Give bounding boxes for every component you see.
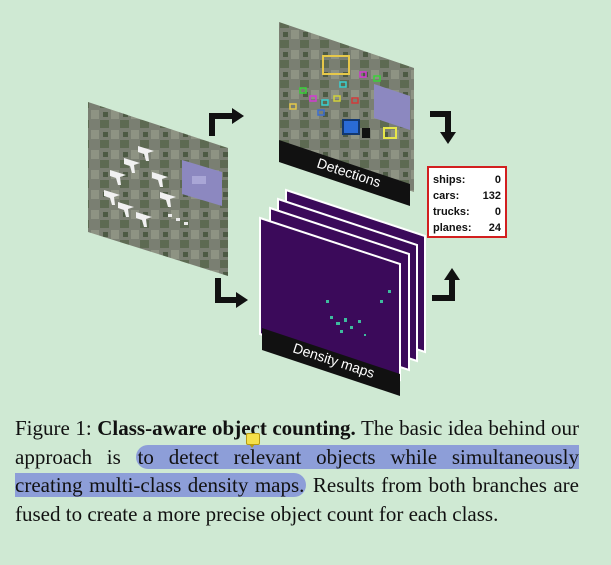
input-aerial-image bbox=[88, 102, 228, 276]
class-counts-box: ships: 0 cars: 132 trucks: 0 planes: 24 bbox=[427, 166, 507, 238]
arrow-detections-to-counts bbox=[430, 111, 451, 132]
count-value: 132 bbox=[482, 190, 501, 202]
count-label: planes: bbox=[433, 222, 472, 234]
count-value: 0 bbox=[494, 174, 501, 186]
arrow-input-to-detections bbox=[209, 113, 232, 136]
comment-note-icon[interactable] bbox=[246, 433, 260, 448]
count-label: cars: bbox=[433, 190, 460, 202]
plane-icons bbox=[104, 146, 176, 227]
arrow-density-to-counts bbox=[432, 280, 455, 301]
figure-diagram: Detections Density maps bbox=[88, 22, 460, 396]
figure-caption: Figure 1: Class-aware object counting. T… bbox=[15, 414, 580, 528]
caption-title: Class-aware object counting. bbox=[97, 416, 356, 440]
count-value: 24 bbox=[488, 222, 501, 234]
density-hotspots bbox=[326, 290, 391, 336]
count-row-cars: cars: 132 bbox=[433, 188, 501, 204]
caption-text-post: Results from both branches are fused to … bbox=[15, 473, 579, 526]
density-maps-stack: Density maps bbox=[259, 188, 426, 396]
count-label: trucks: bbox=[433, 206, 470, 218]
arrow-input-to-density bbox=[215, 278, 236, 303]
figure-number: Figure 1: bbox=[15, 416, 92, 440]
detections-image: Detections bbox=[279, 22, 414, 206]
count-label: ships: bbox=[433, 174, 466, 186]
count-row-planes: planes: 24 bbox=[433, 220, 501, 236]
count-row-ships: ships: 0 bbox=[433, 172, 501, 188]
count-row-trucks: trucks: 0 bbox=[433, 204, 501, 220]
flow-arrows bbox=[209, 111, 455, 303]
caption-text-pre: The basic idea behind our approach is bbox=[15, 416, 580, 469]
arrow-heads bbox=[232, 108, 460, 308]
count-value: 0 bbox=[494, 206, 501, 218]
